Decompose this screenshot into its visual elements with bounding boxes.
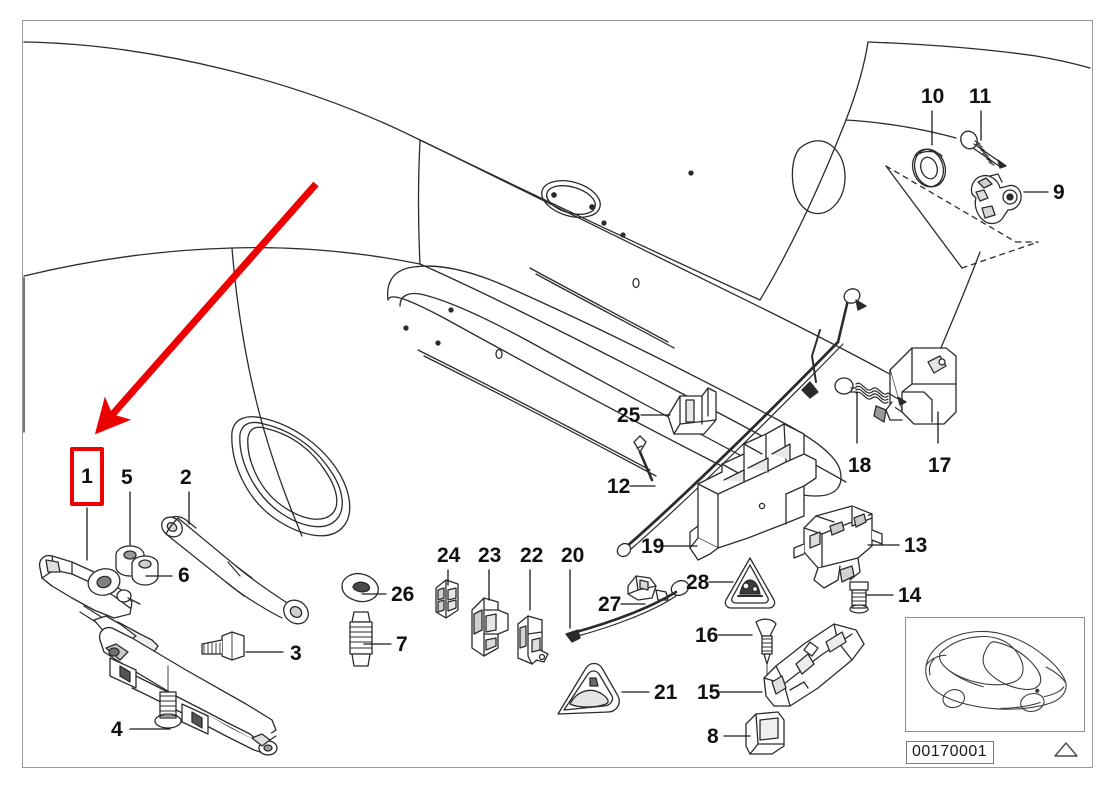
highlight-arrow xyxy=(94,181,319,435)
vehicle-thumbnail-box xyxy=(905,617,1085,732)
callout-26: 26 xyxy=(391,583,415,606)
callout-3: 3 xyxy=(290,642,302,665)
callout-25: 25 xyxy=(617,404,641,427)
callout-21: 21 xyxy=(654,681,678,704)
callout-12: 12 xyxy=(607,475,631,498)
vehicle-thumbnail-icon xyxy=(925,630,1067,713)
callout-14: 14 xyxy=(898,584,922,607)
callout-2: 2 xyxy=(180,466,192,489)
callout-17: 17 xyxy=(928,454,952,477)
diagram-id-label: 00170001 xyxy=(906,741,995,764)
callout-6: 6 xyxy=(178,564,190,587)
callout-11: 11 xyxy=(969,85,992,108)
callout-27: 27 xyxy=(598,593,622,616)
callout-4: 4 xyxy=(111,718,123,741)
callout-7: 7 xyxy=(396,633,408,656)
callout-15: 15 xyxy=(697,681,721,704)
callout-10: 10 xyxy=(921,85,945,108)
callout-22: 22 xyxy=(520,544,544,567)
callout-9: 9 xyxy=(1053,181,1065,204)
callout-20: 20 xyxy=(561,544,585,567)
callout-19: 19 xyxy=(641,535,665,558)
callout-28: 28 xyxy=(686,571,710,594)
callout-23: 23 xyxy=(478,544,502,567)
callout-5: 5 xyxy=(121,466,133,489)
corner-triangle-icon xyxy=(1054,742,1078,757)
callout-16: 16 xyxy=(695,624,719,647)
callout-24: 24 xyxy=(437,544,461,567)
callout-1: 1 xyxy=(70,447,104,506)
callout-13: 13 xyxy=(904,534,928,557)
callout-8: 8 xyxy=(707,725,719,748)
callout-18: 18 xyxy=(848,454,872,477)
